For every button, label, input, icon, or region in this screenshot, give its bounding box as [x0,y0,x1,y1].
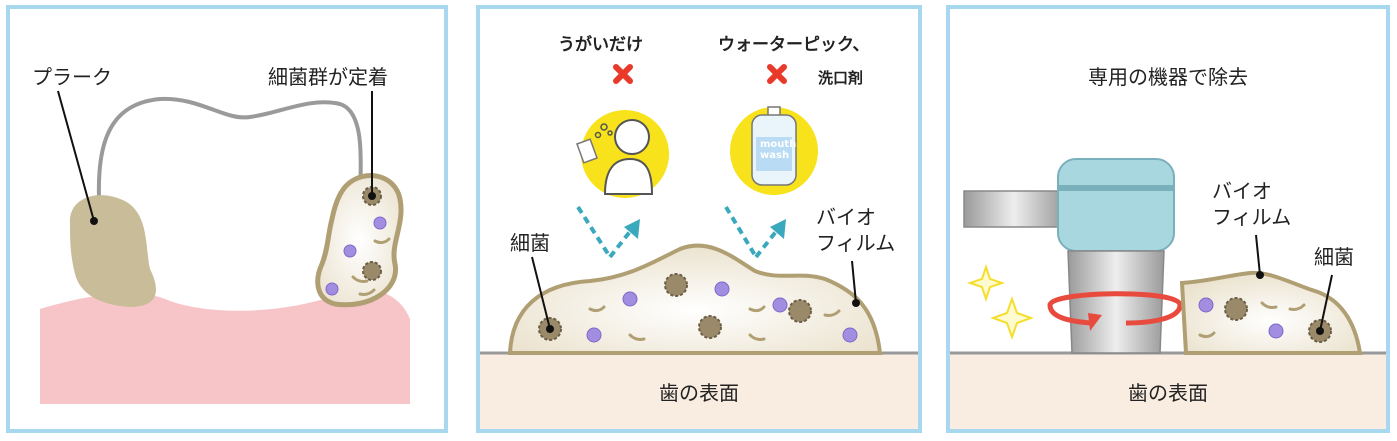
device-removal-illustration [950,158,1386,429]
panel-gargle-insufficient: うがいだけ ウォーターピック、 洗口剤 mouth wash 細菌 バイオ フィ… [476,5,922,433]
biofilm-bacteria [586,281,858,343]
panel-device-removal: 専用の機器で除去 バイオ フィルム 細菌 歯の表面 [946,5,1390,433]
bottle-text: mouth wash [760,139,796,161]
gargle-label: うがいだけ [558,35,643,55]
biofilm-label-line2: フィルム [1212,205,1292,229]
mouthwash-label: 洗口剤 [818,69,864,87]
handpiece-arm [963,190,1065,228]
tooth-outline [96,96,363,220]
device-label: 専用の機器で除去 [1088,65,1248,89]
colony-label: 細菌群が定着 [268,65,388,89]
biofilm-spiky-bacteria [538,273,812,341]
panel-plaque-on-tooth: プラーク 細菌群が定着 [6,5,448,433]
bottle-text-line2: wash [760,150,790,161]
biofilm-leader-line [1255,234,1261,276]
gargle-cross-icon [613,64,633,84]
plaque-deposit [69,195,156,307]
rotation-arrow [1047,291,1183,326]
biofilm [507,243,883,355]
biofilm-rods [588,305,841,341]
plaque-label: プラーク [32,65,112,89]
tooth-surface-label: 歯の表面 [1128,381,1208,405]
remaining-rods [1198,301,1306,339]
bacteria-leader-line [1319,274,1333,332]
bounce-arrow-right [724,205,780,259]
plaque-leader-line [57,90,95,222]
tooth-surface [480,353,918,429]
bacteria-label: 細菌 [510,231,550,255]
waterpick-cross-icon [767,64,787,84]
biofilm-label-line1: バイオ [1212,179,1272,203]
bacteria-label: 細菌 [1314,245,1354,269]
tooth-illustration [40,90,410,404]
remaining-spiky-bacteria [1224,297,1332,343]
mouthwash-icon [730,106,818,195]
bottle-text-line1: mouth [760,139,797,150]
sparkle-icon [966,263,1034,340]
tooth-surface [950,353,1386,429]
biofilm-label-line2: フィルム [816,231,896,255]
bounce-arrow-left [576,205,634,259]
colony-rods [351,237,391,296]
tooth-surface-label: 歯の表面 [659,381,739,405]
remaining-bacteria [1198,297,1284,339]
waterpick-label: ウォーターピック、 [718,35,870,55]
biofilm-leader-line [851,260,857,304]
bacteria-leader-line [531,256,551,330]
gargle-icon [576,110,669,198]
biofilm-label-line1: バイオ [816,205,876,229]
handpiece-head [1057,158,1175,252]
colony-bacteria [325,216,387,296]
biofilm-illustration [480,64,918,429]
remaining-biofilm [1179,270,1363,355]
gum [40,289,410,404]
polishing-cup [1067,250,1165,354]
